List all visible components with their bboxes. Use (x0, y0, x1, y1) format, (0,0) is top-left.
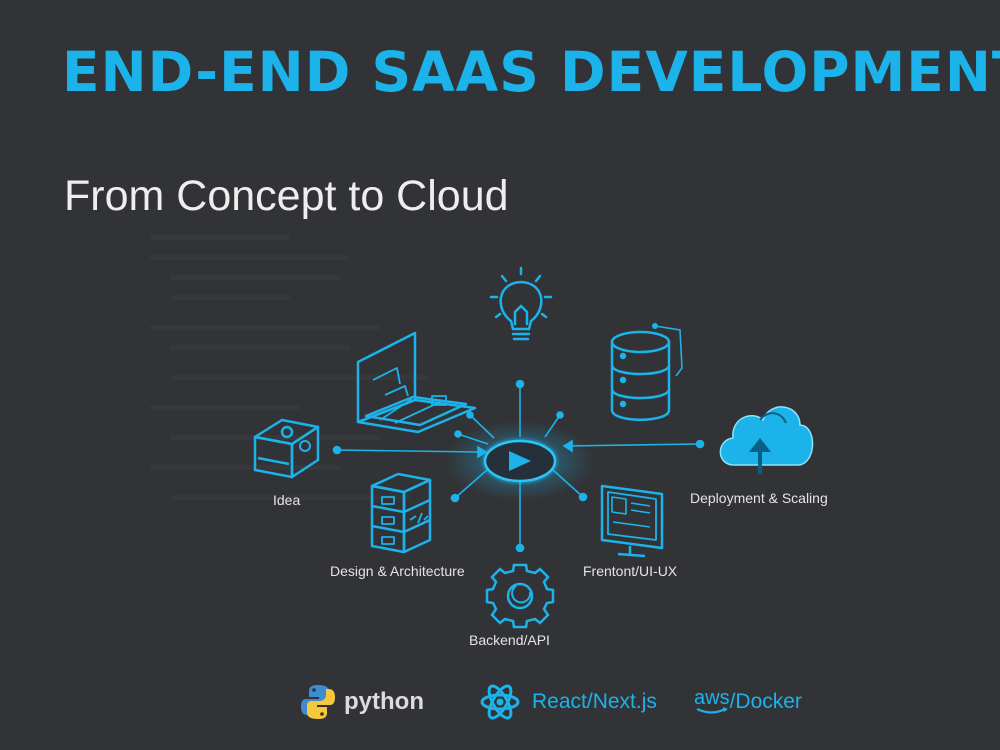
lightbulb-icon (489, 266, 553, 341)
monitor-icon (600, 484, 664, 558)
stage-label-deploy: Deployment & Scaling (690, 490, 828, 506)
stage-label-design: Design & Architecture (330, 563, 465, 579)
tech-react: React/Next.js (478, 682, 657, 722)
page-subtitle: From Concept to Cloud (64, 172, 509, 220)
page-title: END-END SAAS DEVELOPMENT (62, 40, 1000, 104)
tech-aws-docker: aws /Docker (694, 682, 802, 722)
react-logo-icon (480, 684, 520, 720)
aws-smile-icon (696, 707, 728, 714)
play-hub-icon (445, 421, 595, 501)
server-stack-icon (370, 472, 432, 554)
stage-label-idea: Idea (273, 492, 301, 508)
tech-docker-label: /Docker (729, 690, 802, 713)
blueprint-icon (356, 331, 477, 434)
stage-label-frontend: Frentont/UI-UX (583, 563, 678, 579)
aws-logo-text: aws (694, 687, 730, 709)
gear-icon (485, 563, 555, 629)
server-box-icon (253, 418, 320, 479)
database-icon (610, 323, 683, 421)
background-code-texture (130, 215, 600, 535)
tech-python: python (298, 682, 424, 722)
stage-label-backend: Backend/API (469, 632, 550, 648)
tech-python-label: python (344, 688, 424, 715)
tech-react-label: React/Next.js (532, 690, 657, 713)
python-logo-icon (301, 685, 335, 719)
aws-logo: aws (694, 687, 730, 715)
cloud-upload-icon (719, 406, 814, 474)
